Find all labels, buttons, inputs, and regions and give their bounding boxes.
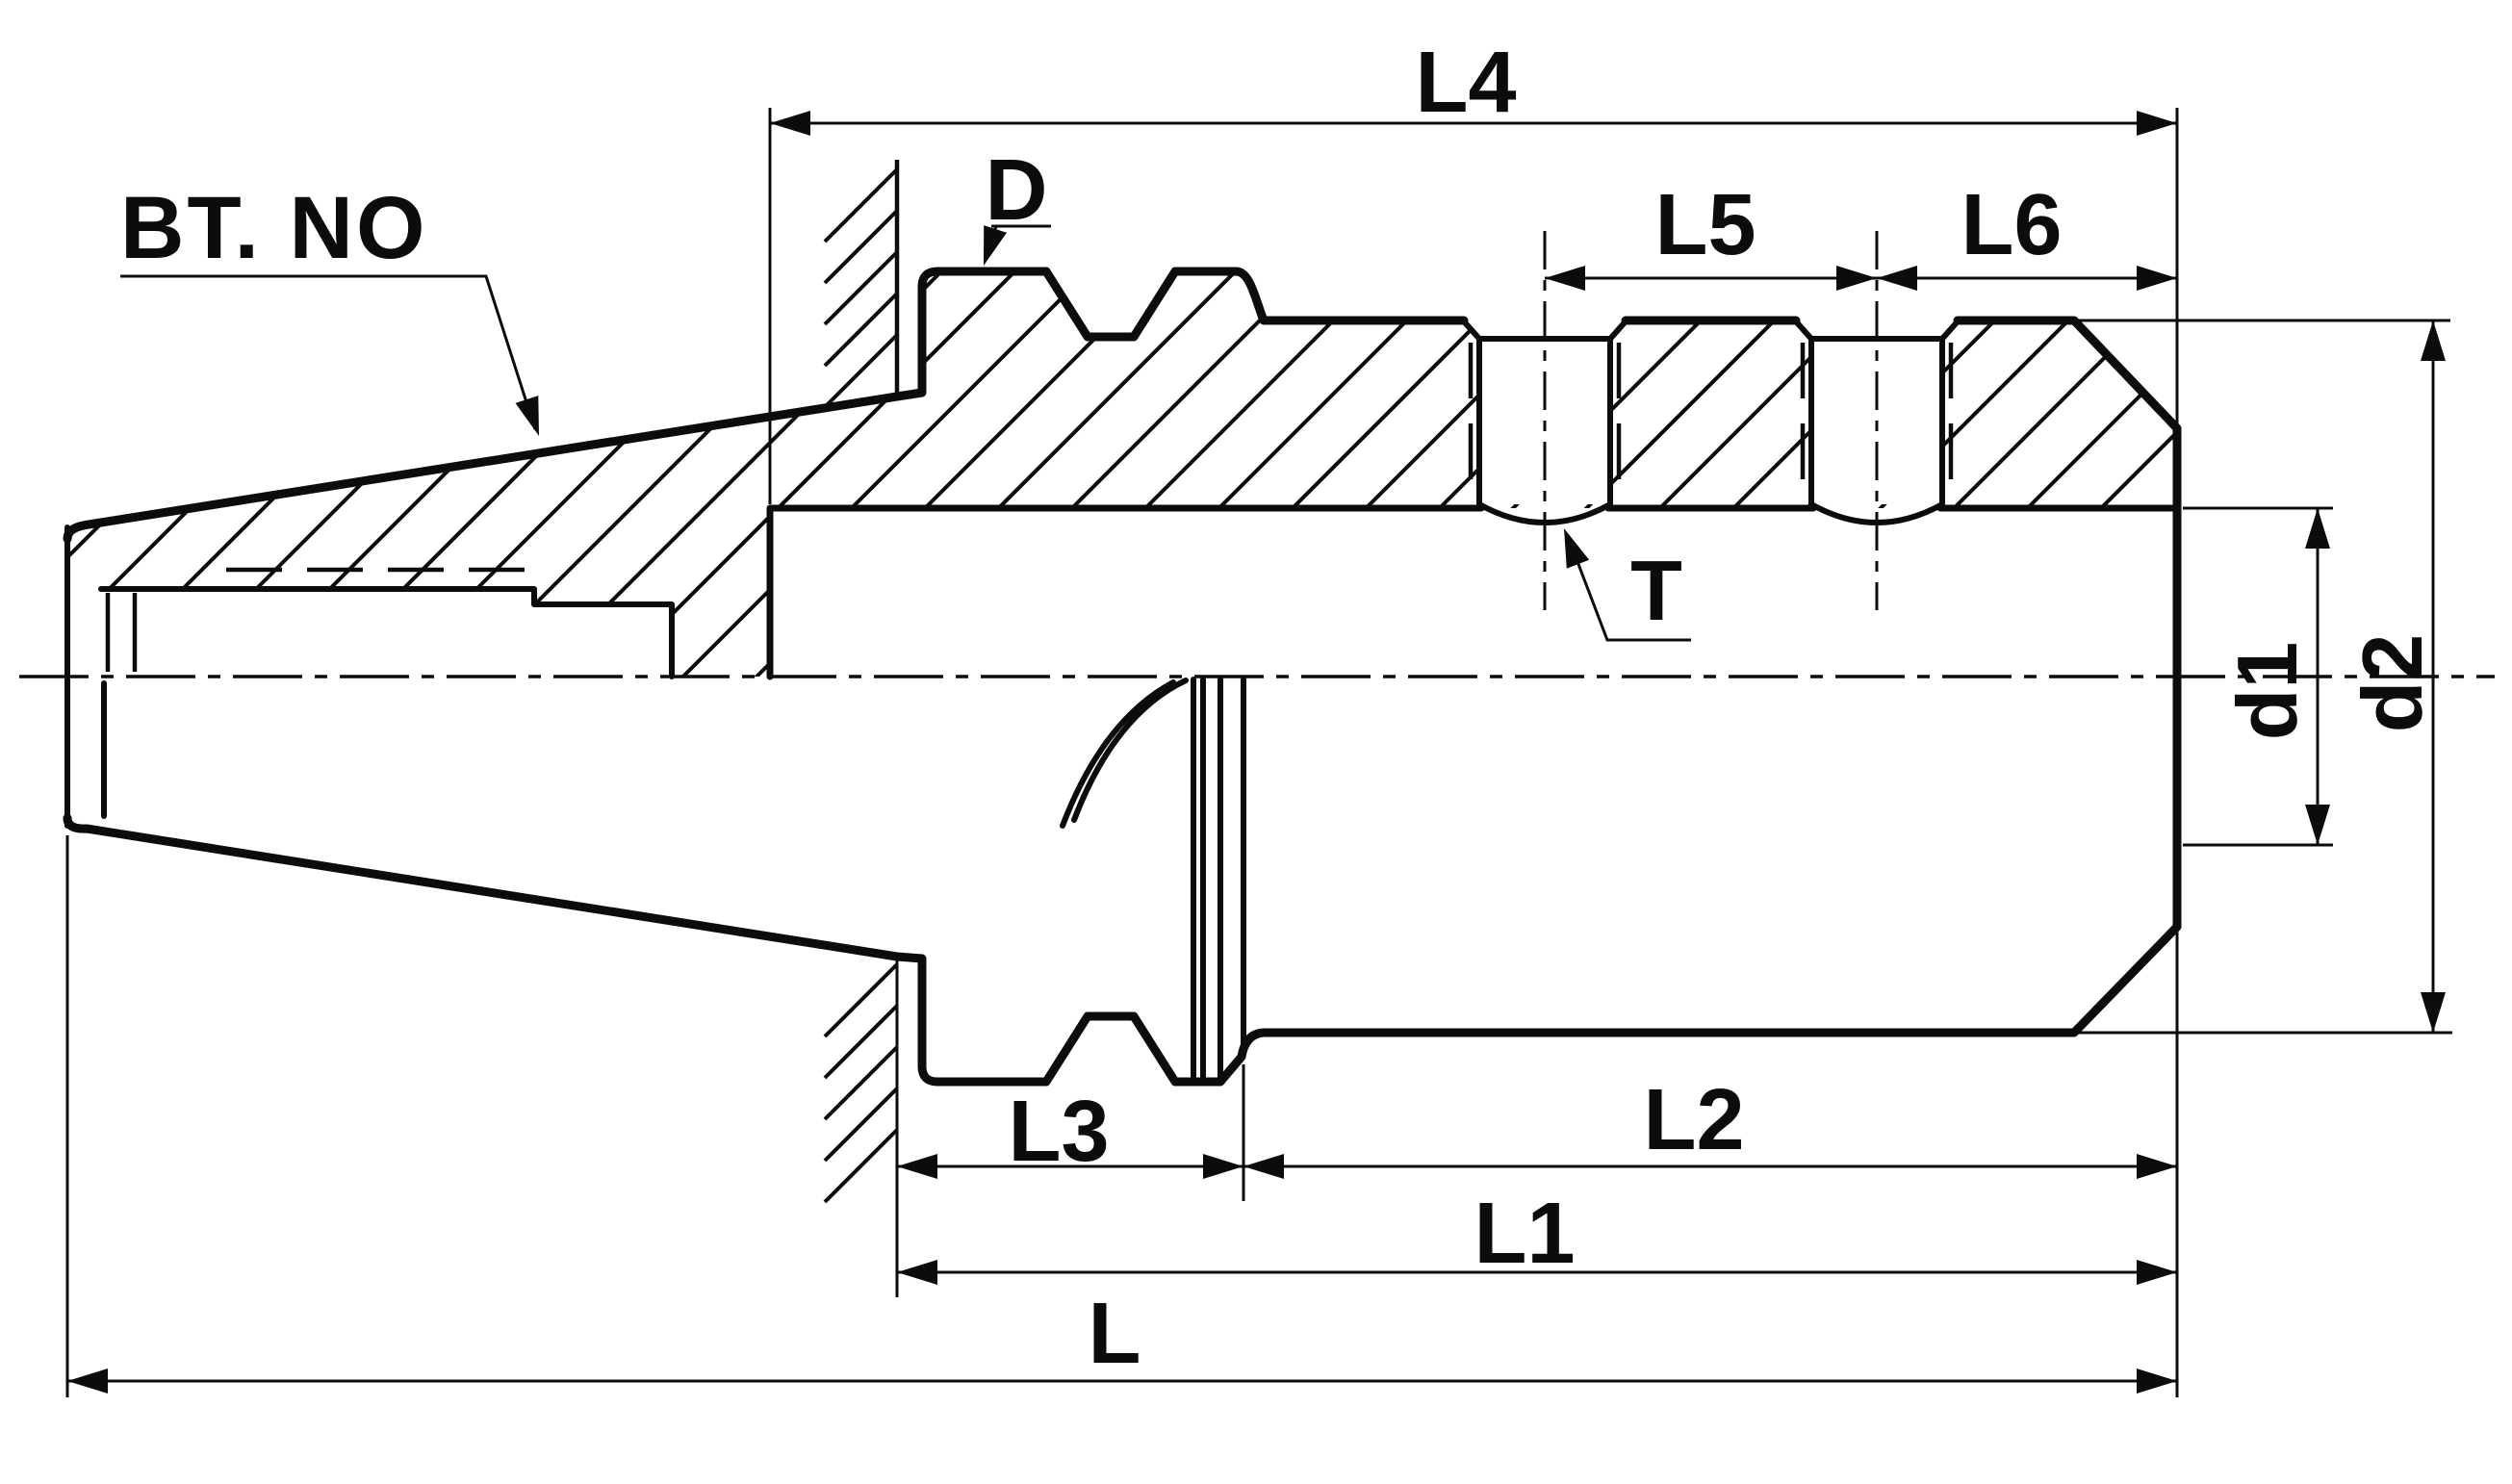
screw-hole-1 [1461,231,1628,610]
t-label: T [1630,543,1682,638]
callout-t: T [1564,528,1691,642]
dimension-d1: d1 [2219,508,2330,845]
callout-d: D [984,142,1051,266]
callout-bt-no: BT. NO [120,179,539,436]
l3-label: L3 [1008,1084,1109,1180]
dimension-l: L [67,1286,2177,1394]
l4-label: L4 [1415,35,1516,131]
bt-no-label: BT. NO [120,179,428,277]
l5-label: L5 [1654,177,1756,273]
groove-cone-silhouette [1060,678,1189,829]
gauge-plane [823,160,900,1204]
l2-label: L2 [1643,1072,1744,1168]
dimension-l4: L4 [770,35,2177,136]
extension-lines [65,108,2452,1397]
l-label: L [1089,1286,1141,1382]
d-label: D [986,142,1048,239]
section-hatching [67,271,2177,677]
dimension-l5-l6: L5 L6 [1545,177,2177,291]
screw-hole-1-thread-dashed [1468,343,1622,502]
l1-label: L1 [1474,1186,1575,1282]
taper-shank-section [63,267,2182,932]
l6-label: L6 [1961,177,2062,273]
d2-label: d2 [2345,634,2440,733]
d1-label: d1 [2219,642,2315,741]
external-view-lower-half [63,677,2182,1087]
dimension-d2: d2 [2345,320,2446,1033]
dimension-l1: L1 [897,1186,2177,1285]
screw-hole-2-thread-dashed [1800,343,1954,502]
flange-face-lines [1191,677,1246,1085]
pull-stud-bore [98,586,675,679]
dimension-l3-l2: L3 L2 [897,1072,2177,1180]
tool-bore [766,504,2181,680]
screw-hole-2 [1793,231,1961,610]
